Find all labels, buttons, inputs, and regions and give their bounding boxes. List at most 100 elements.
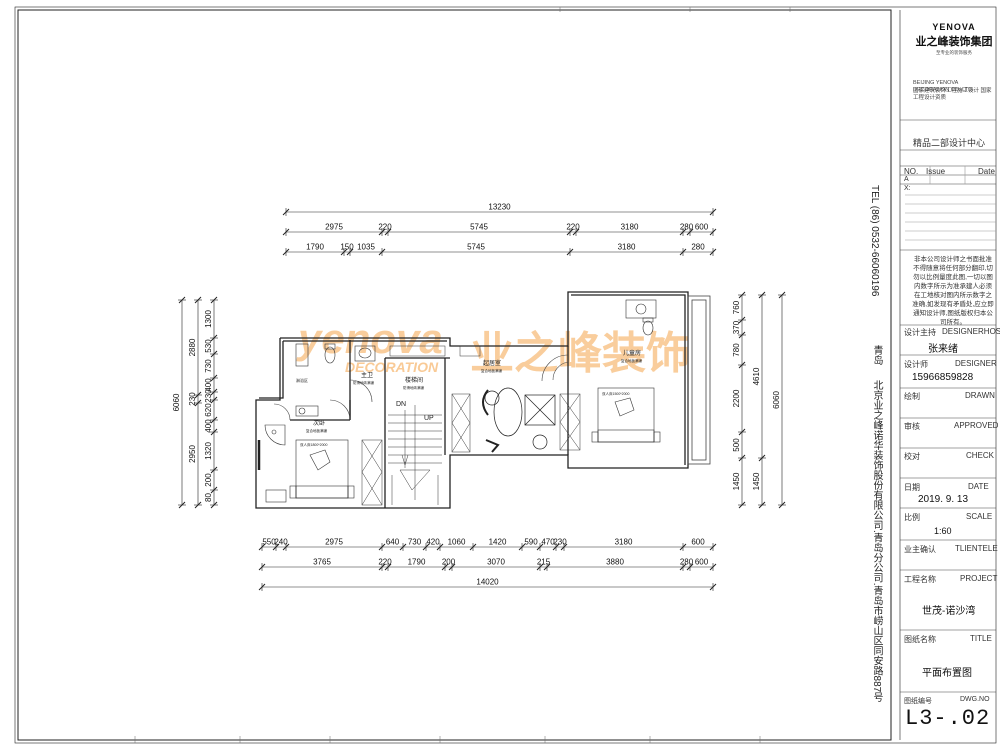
dim-right-row-label: 370 — [732, 320, 741, 334]
room-label-stair: 楼梯间 — [405, 376, 423, 384]
room-label-shower: 淋浴区 — [296, 377, 308, 383]
watermark-subtitle: DECORATION — [345, 359, 439, 375]
watermark-chinese: 业之峰装饰 — [470, 329, 690, 378]
dim-top-row3-label: 1790 — [306, 243, 324, 252]
rev-date-header: Date — [978, 167, 995, 176]
dim-left-mid-label: 230 — [188, 392, 197, 406]
dim-bot-row2-label: 600 — [695, 558, 709, 567]
title-block-lines — [900, 119, 996, 693]
dim-top-row3-label: 280 — [691, 243, 705, 252]
dim-bot-row2-label: 215 — [537, 558, 551, 567]
dim-left-row-label: 530 — [204, 339, 213, 353]
designer-en: DESIGNER — [955, 359, 997, 368]
dim-bot-row1-label: 420 — [426, 538, 440, 547]
dim-left-mid-label: 2880 — [188, 338, 197, 356]
designer-phone: 15966859828 — [912, 372, 974, 383]
room-label-kids: 儿童房 — [623, 349, 641, 357]
dim-right-mid-label: 4610 — [752, 367, 761, 385]
vertical-city: 青岛 — [871, 345, 882, 365]
scale-value: 1:60 — [934, 526, 952, 536]
dim-right-row-label: 760 — [732, 300, 741, 314]
dim-bot-row1-label: 3180 — [615, 538, 633, 547]
title-en: TITLE — [970, 634, 992, 643]
approved-en: APPROVED — [954, 421, 999, 430]
dim-top-row3-label: 3180 — [618, 243, 636, 252]
room-label-bedroom2: 次卧 — [313, 419, 325, 427]
dim-bot-row1-label: 240 — [274, 538, 288, 547]
vertical-tel: TEL (86) 0532-66060196 — [869, 185, 880, 297]
dim-bot-row1-label: 2975 — [325, 538, 343, 547]
dim-top-row3-label: 150 — [340, 243, 354, 252]
rev-issue-header: Issue — [926, 167, 946, 176]
brand-logo: YENOVA 业之峰装饰集团 至专业的装饰服务 — [914, 22, 994, 56]
dim-bot-row2-label: 3765 — [313, 558, 331, 567]
sheet-border — [14, 6, 997, 744]
room-sub-bedroom2: 复合地板满铺 — [306, 428, 327, 433]
dim-left-mid-label: 2950 — [188, 445, 197, 463]
dim-right-row-label: 780 — [732, 343, 741, 357]
dim-bot-row2-label: 220 — [378, 558, 392, 567]
dwgno-label: 图纸编号 — [904, 698, 932, 705]
rev-no-header: NO. — [904, 167, 919, 176]
dim-right-mid-label: 1450 — [752, 472, 761, 490]
bed-label-a: 双人床1800*2000 — [300, 442, 327, 447]
room-labels: 主卫 防滑地砖满铺 楼梯间 防滑地砖满铺 DN UP 起居室 复合地板满铺 儿童… — [296, 349, 642, 447]
dim-bot-row2-label: 3880 — [606, 558, 624, 567]
dim-top-row2-label: 280 — [680, 223, 694, 232]
room-label-bath: 主卫 — [361, 371, 373, 379]
rev-row-a: A — [904, 176, 909, 183]
dim-top-row3-label: 1035 — [357, 243, 375, 252]
bath-fixtures — [264, 299, 657, 503]
dim-bot-row1-label: 600 — [691, 538, 705, 547]
title-value: 平面布置图 — [922, 668, 972, 679]
dwgno-en: DWG.NO — [960, 696, 990, 703]
dim-right-row-label: 500 — [732, 438, 741, 452]
room-label-living: 起居室 — [483, 359, 501, 367]
check-label: 校对 — [904, 452, 920, 461]
project-en: PROJECT — [960, 574, 998, 583]
designer-label: 设计师 — [904, 360, 928, 369]
living-furniture — [482, 387, 556, 453]
rev-row-x: X: — [904, 185, 911, 192]
drawing-number: L3-.02 — [905, 706, 991, 731]
dim-left-row-label: 230 — [204, 389, 213, 403]
dim-bot-row2-label: 3070 — [487, 558, 505, 567]
drawn-label: 绘制 — [904, 392, 920, 401]
logo-en: YENOVA — [932, 22, 976, 32]
designer-host-name: 张来绪 — [928, 344, 958, 355]
date-en: DATE — [968, 482, 989, 491]
balcony — [687, 295, 711, 465]
dim-bot-row2-label: 200 — [442, 558, 456, 567]
scale-label: 比例 — [904, 513, 920, 522]
company-en: BEIJING YENOVA DECORATION CO.,LTD. — [913, 80, 974, 93]
dim-left-row-label: 730 — [204, 359, 213, 373]
dim-left-row-label: 200 — [204, 473, 213, 487]
staircase — [388, 405, 442, 505]
dim-bot-row1-label: 230 — [553, 538, 567, 547]
dim-bot-row1-label: 640 — [386, 538, 400, 547]
dim-top-total-label: 13230 — [488, 203, 511, 212]
dim-top-row2-label: 220 — [566, 223, 580, 232]
bed-label-b: 双人床1500*2000 — [602, 391, 629, 396]
room-sub-bath: 防滑地砖满铺 — [353, 380, 374, 385]
dim-bot-row2-label: 280 — [680, 558, 694, 567]
vertical-company-block: TEL (86) 0532-66060196 青岛 北京业之峰诺华装饰股份有限公… — [861, 60, 887, 740]
designer-host-en: DESIGNERHOST — [942, 327, 1000, 336]
dim-top-row2-label: 5745 — [470, 223, 488, 232]
dim-left-row-label: 1300 — [204, 310, 213, 328]
room-sub-stair: 防滑地砖满铺 — [403, 385, 424, 390]
dim-right-total-label: 6060 — [772, 391, 781, 409]
wardrobes — [361, 345, 581, 506]
dim-bot-row1-label: 470 — [541, 538, 555, 547]
project-value: 世茂-诺沙湾 — [922, 606, 976, 617]
dim-bot-row1-label: 730 — [408, 538, 422, 547]
dim-top-row2-label: 600 — [695, 223, 709, 232]
dim-bot-row1-label: 1060 — [448, 538, 466, 547]
vertical-company: 北京业之峰诺华装饰股份有限公司.青岛分公司.青岛市崂山区同安路887号 — [871, 380, 882, 703]
date-value: 2019. 9. 13 — [918, 494, 969, 505]
dim-left-row-label: 400 — [204, 378, 213, 392]
sheet-ticks — [134, 7, 791, 743]
client-en: TLIENTELE — [955, 544, 998, 553]
dim-left-row-label: 620 — [204, 403, 213, 417]
